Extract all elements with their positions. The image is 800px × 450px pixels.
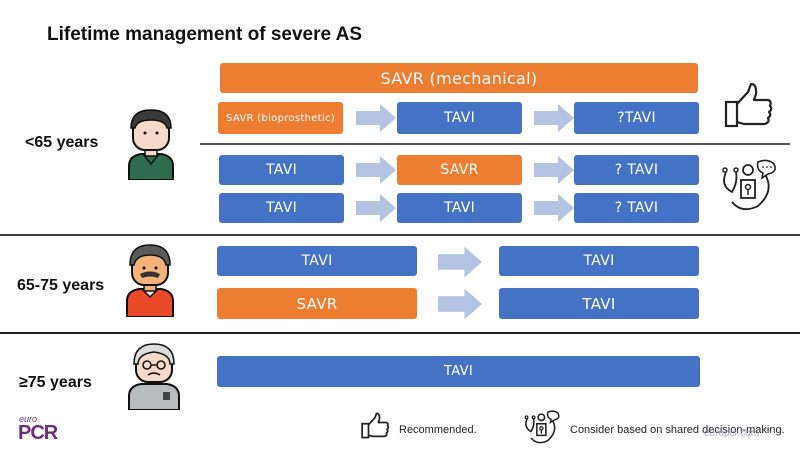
treatment-box-possible-tavi: ? TAVI [574, 193, 699, 223]
elderly-patient-avatar-icon [128, 343, 180, 410]
thumbs-up-icon [724, 82, 773, 128]
legend-thumbs-up-icon [361, 412, 390, 439]
treatment-box-possible-tavi: ?TAVI [574, 102, 699, 134]
arrow-right-icon [438, 246, 482, 278]
divider-group-2 [0, 332, 800, 334]
legend-shared-decision-label: Consider based on shared decision-making… [570, 424, 785, 436]
treatment-box-tavi: TAVI [499, 246, 699, 276]
arrow-right-icon [356, 104, 396, 132]
arrow-right-icon [356, 156, 396, 184]
arrow-right-icon [534, 104, 574, 132]
arrow-right-icon [534, 194, 574, 222]
logo-euro-text: euro [19, 414, 38, 424]
arrow-right-icon [356, 194, 396, 222]
age-label-under-65: <65 years [25, 134, 99, 151]
treatment-box-tavi: TAVI [397, 193, 522, 223]
age-label-over-75: ≥75 years [19, 374, 92, 391]
logo-pcr-text: PCR [18, 422, 58, 444]
legend-shared-decision-icon [524, 410, 560, 444]
age-label-65-75: 65-75 years [17, 277, 105, 294]
arrow-right-icon [438, 288, 482, 320]
treatment-box-tavi: TAVI [219, 193, 344, 223]
treatment-box-savr-mechanical: SAVR (mechanical) [220, 63, 698, 93]
page-title: Lifetime management of severe AS [47, 24, 363, 45]
watermark: europcr.com [704, 428, 760, 439]
legend-recommended-label: Recommended. [399, 424, 477, 436]
treatment-box-tavi: TAVI [217, 246, 417, 276]
treatment-box-savr-bioprosthetic: SAVR (bioprosthetic) [218, 102, 343, 134]
treatment-box-savr: SAVR [217, 288, 417, 319]
arrow-right-icon [534, 156, 574, 184]
treatment-box-tavi: TAVI [217, 356, 700, 387]
treatment-box-possible-tavi: ? TAVI [574, 155, 699, 185]
divider-group-1 [0, 234, 800, 236]
middle-aged-patient-avatar-icon [126, 244, 174, 317]
divider-subgroup [200, 143, 790, 145]
treatment-box-tavi: TAVI [397, 102, 522, 134]
shared-decision-icon [722, 159, 776, 211]
treatment-box-tavi: TAVI [219, 155, 344, 185]
treatment-box-savr: SAVR [397, 155, 522, 185]
young-patient-avatar-icon [128, 109, 174, 180]
treatment-box-tavi: TAVI [499, 288, 699, 319]
